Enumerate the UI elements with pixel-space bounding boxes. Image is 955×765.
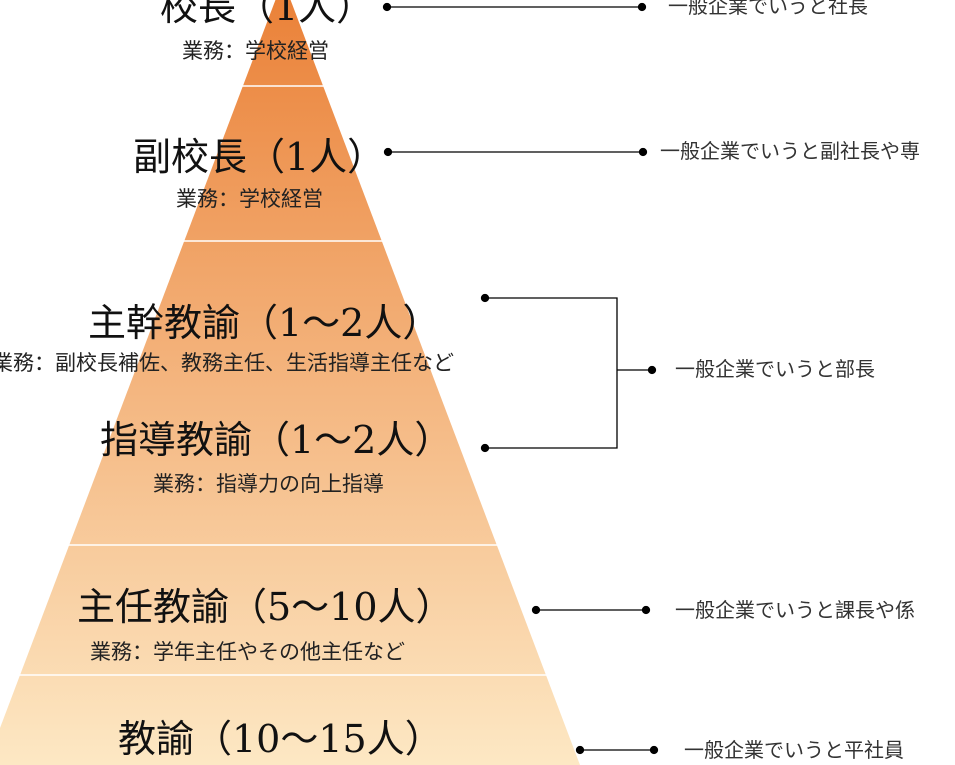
level-title-teacher: 教諭（10〜15人） bbox=[118, 717, 443, 761]
tier-dividers bbox=[0, 85, 550, 676]
equivalent-vice-principal: 一般企業でいうと副社長や専 bbox=[660, 139, 920, 163]
level-duty-guidance-teacher: 業務：指導力の向上指導 bbox=[153, 472, 384, 496]
level-title-vice-principal: 副校長（1人） bbox=[133, 135, 386, 179]
equivalent-bracket: 一般企業でいうと部長 bbox=[675, 357, 875, 381]
level-title-chief-teacher: 主任教諭（5〜10人） bbox=[77, 585, 454, 629]
pyramid bbox=[0, 0, 580, 765]
equivalent-principal: 一般企業でいうと社長 bbox=[668, 0, 868, 18]
equivalent-teacher: 一般企業でいうと平社員 bbox=[684, 738, 904, 762]
level-title-guidance-teacher: 指導教諭（1〜2人） bbox=[100, 418, 453, 462]
level-duty-vice-principal: 業務：学校経営 bbox=[176, 187, 323, 211]
level-title-principal: 校長（1人） bbox=[160, 0, 375, 29]
equivalent-chief-teacher: 一般企業でいうと課長や係 bbox=[675, 598, 915, 622]
connectors bbox=[382, 2, 659, 755]
level-title-senior-teacher: 主幹教諭（1〜2人） bbox=[88, 301, 441, 345]
level-duty-chief-teacher: 業務：学年主任やその他主任など bbox=[90, 640, 405, 664]
level-duty-principal: 業務：学校経営 bbox=[182, 39, 329, 63]
level-duty-senior-teacher: 業務：副校長補佐、教務主任、生活指導主任など bbox=[0, 351, 454, 375]
